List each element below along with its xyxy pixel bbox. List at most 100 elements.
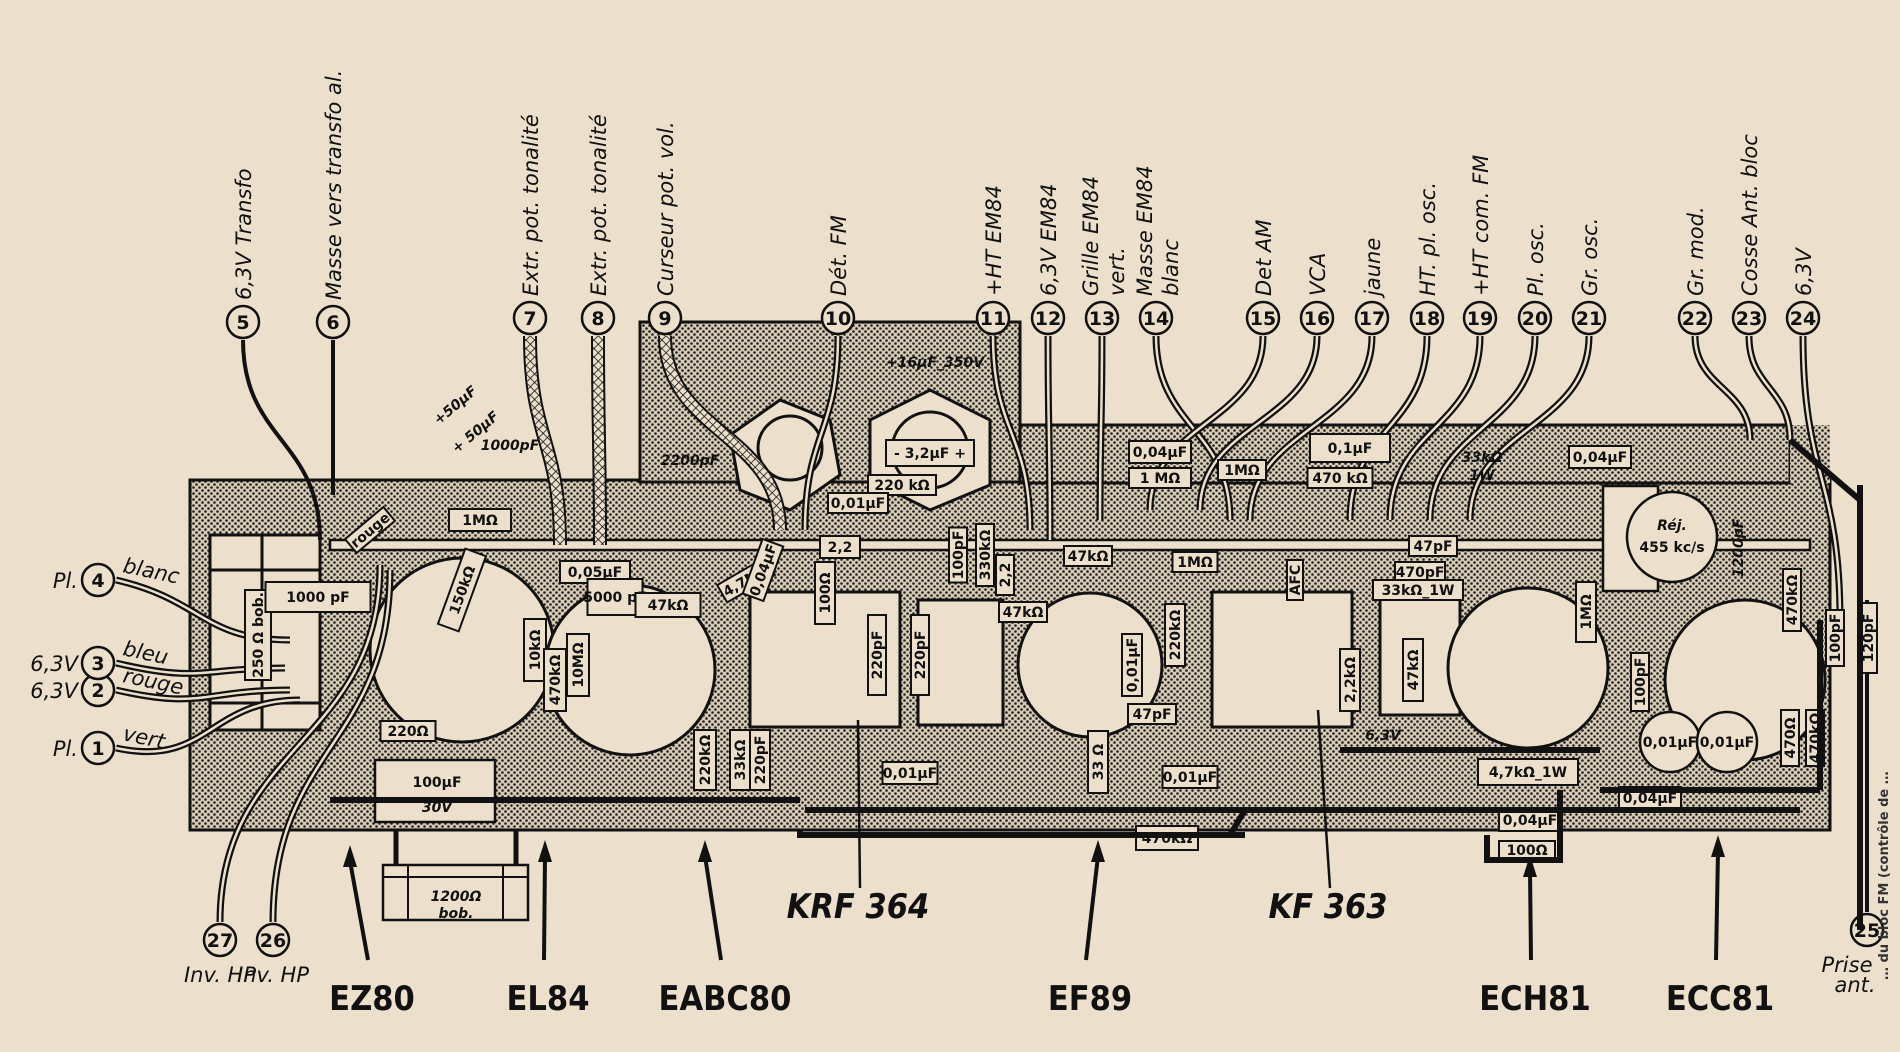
component-cap-16uf: +16µF_350V [886, 355, 985, 371]
terminal-label: HT. pl. osc. [1416, 182, 1440, 296]
terminal-number: 21 [1576, 308, 1602, 330]
component-res-220k-b: 220kΩ [693, 729, 717, 791]
component-body [379, 720, 437, 742]
component-sublabel: bob. [439, 906, 474, 922]
component-res-470k-c: 470 kΩ [1306, 467, 1374, 489]
component-value: 5000 pF [583, 590, 646, 606]
component-body [1171, 551, 1219, 573]
component-body [1063, 545, 1113, 567]
component-body [867, 474, 937, 496]
component-res-220k-c: 220kΩ [1164, 603, 1186, 667]
component-body [867, 614, 887, 696]
component-body [448, 508, 512, 532]
terminal-circle [80, 730, 116, 766]
component-value: 100pF [951, 531, 967, 580]
component-cap-5000pf: 5000 pF [583, 578, 647, 616]
transformer-pointer [856, 719, 862, 889]
terminal-label: Det AM [1252, 220, 1276, 296]
tube-arrow-shaft [1714, 850, 1720, 961]
component-body [634, 592, 702, 618]
component-value: 0,04µF [1133, 445, 1187, 461]
terminal-number: 11 [980, 308, 1006, 330]
terminal-circle [225, 304, 261, 340]
tube-name: EZ80 [329, 979, 415, 1019]
tube-arrow-shaft [1528, 870, 1533, 961]
tube-arrow-head [698, 840, 712, 862]
wire-24 [1801, 335, 1842, 621]
component-value: +50µF [431, 383, 481, 428]
wire-2 [115, 688, 291, 701]
component-res-1m-c: 1MΩ [1217, 459, 1267, 481]
component-body [1121, 633, 1143, 697]
component-afc: AFC [1286, 559, 1304, 601]
terminal-number: 18 [1414, 308, 1440, 330]
component-res-220: 220Ω [379, 720, 437, 742]
component-body [1575, 581, 1597, 643]
component-body [343, 505, 397, 555]
component-cap-0-1uf: 0,1µF [1309, 433, 1391, 463]
terminal-label: Pl. [53, 737, 78, 761]
wire-1 [115, 698, 301, 753]
terminal-number: 22 [1682, 308, 1708, 330]
component-res-47k-b: 47kΩ [998, 601, 1048, 623]
component-value: 100pF [1633, 658, 1649, 707]
component-body [1217, 459, 1267, 481]
pcb-traces [330, 437, 1863, 930]
terminal-number: 16 [1304, 308, 1330, 330]
component-res-47k-a: 47kΩ [634, 592, 702, 618]
component-cap-004-b: 0,04µF [1128, 440, 1192, 464]
transformer-name: KRF 364 [787, 887, 930, 927]
component-body [1477, 758, 1579, 786]
component-cap-001-c: 0,01µF [1161, 765, 1219, 789]
component-value: 120pF [1861, 614, 1877, 663]
terminal-circle [1245, 300, 1281, 336]
terminal-label: Pl. osc. [1524, 222, 1548, 296]
component-value: 4,7kΩ_1W [1489, 765, 1567, 781]
component-res-33k-1w-b: 33kΩ [1462, 450, 1503, 466]
component-value: 0,01µF [1700, 735, 1754, 751]
component-value: 470Ω [1783, 717, 1799, 758]
terminal-circle [647, 300, 683, 336]
terminal-11: 11+HT EM84 [975, 185, 1011, 336]
terminal-circle [80, 562, 116, 598]
wire-23 [1747, 335, 1792, 441]
trace [1484, 790, 1563, 863]
component-value: 100µF [412, 775, 461, 791]
component-res-47k-c: 47kΩ [1063, 545, 1113, 567]
component-value: 100pF [1828, 614, 1844, 663]
component-value: 0,1µF [1328, 441, 1373, 457]
tube-arrow-shaft [1084, 855, 1100, 961]
terminal-number: 1 [91, 738, 104, 760]
component-res-470-ohm: 470Ω [1780, 709, 1800, 767]
terminal-4: 4Pl.blanc [53, 553, 182, 598]
terminal-label: Extr. pot. tonalité [519, 114, 543, 296]
component-res-330k: 330kΩ [975, 523, 995, 587]
component-body [1128, 467, 1192, 489]
tube-name: ECC81 [1666, 979, 1774, 1019]
component-body [1372, 579, 1464, 601]
terminal-number: 19 [1467, 308, 1493, 330]
component-value: 33kΩ [733, 740, 749, 781]
component-res-100-b: 100Ω [1498, 840, 1556, 860]
component-value: 0,04µF [1503, 813, 1557, 829]
terminal-label: Masse EM84 [1133, 165, 1157, 296]
transformer-pointer [1316, 709, 1332, 889]
terminal-number: 2 [91, 680, 104, 702]
component-value: 0,04µF [1623, 791, 1677, 807]
component-body [1402, 638, 1424, 702]
terminal-sublabel: blanc [1159, 239, 1183, 296]
terminal-label: 6,3V EM84 [1037, 183, 1061, 296]
terminal-number: 9 [658, 308, 671, 330]
terminal-number: 12 [1035, 308, 1061, 330]
wire-13 [1098, 335, 1104, 521]
terminal-number: 6 [326, 312, 339, 334]
terminal-circle [512, 300, 548, 336]
